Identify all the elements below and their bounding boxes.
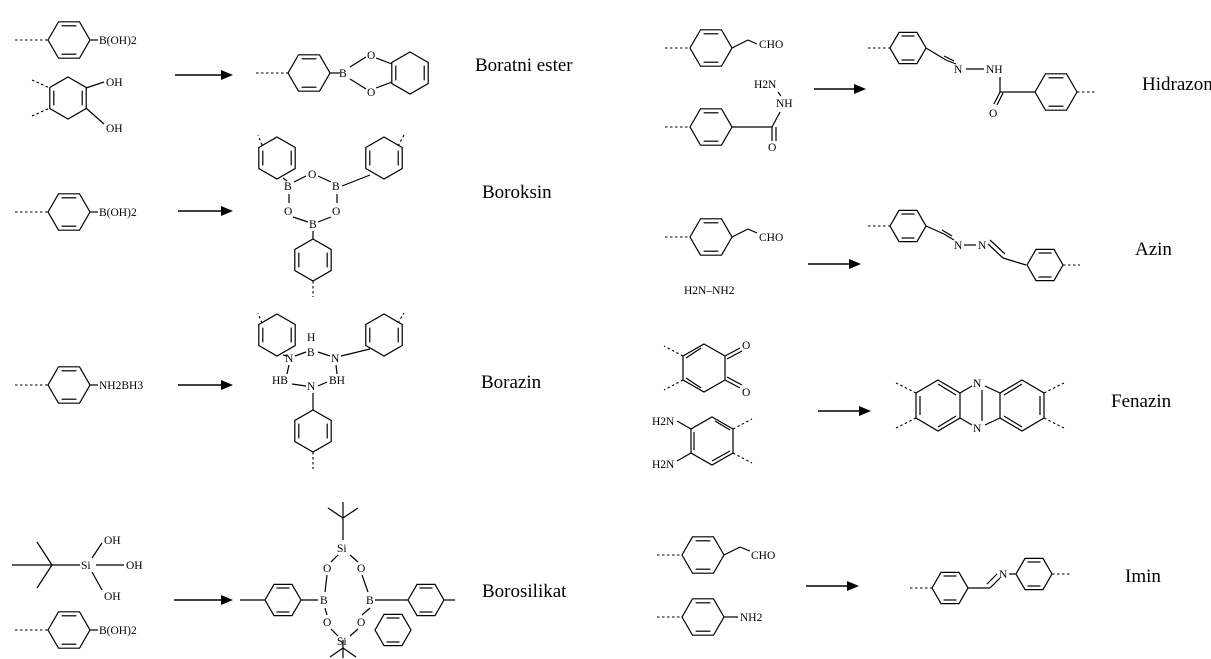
azine-n-label: N [978,240,987,252]
reaction-name: Azin [1135,239,1172,260]
borosilicate-b-label: B [320,595,328,607]
reaction-name: Fenazin [1111,391,1172,412]
aldehyde-cho-label: CHO [751,550,775,562]
imine-n-label: N [999,569,1008,581]
hydrazide-h2n-label: H2N [754,79,777,91]
reaction-name: Borosilikat [482,581,567,602]
borosilicate-si-label: Si [337,636,347,648]
borazine-bh-label: BH [329,375,345,387]
amine-nh2-label: NH2 [740,612,763,624]
arrow-head [221,380,233,390]
boronic-acid-label: B(OH)2 [99,207,137,219]
aldehyde-cho-label: CHO [759,39,783,51]
arrow-head [847,581,859,591]
reaction-boratni-ester: B(OH)2 OH OH B O O Boratni ester [15,21,573,135]
borazine-hb-label: HB [272,375,288,387]
borosilicate-o-label: O [357,617,365,629]
borosilicate-si-label: Si [337,543,347,555]
hydrazide-nh-label: NH [776,98,793,110]
silanol-si-label: Si [81,560,91,572]
borazine-n-label: N [307,381,316,393]
borazine-h-label: H [307,332,315,344]
arrow-head [221,206,233,216]
reaction-hidrazon: CHO O NH H2N N NH O Hidrazon [665,29,1211,154]
amine-borane-label: NH2BH3 [99,380,143,392]
boronic-acid-label: B(OH)2 [99,35,137,47]
ester-b-label: B [339,68,347,80]
borazine-b-label: B [307,347,315,359]
borosilicate-o-label: O [323,563,331,575]
hydrazine-label: H2N–NH2 [684,285,735,297]
borazine-n-label: N [285,353,294,365]
hydrazone-o-label: O [989,108,997,120]
ester-o-label: O [367,50,375,62]
azine-n-label: N [954,240,963,252]
boroxine-b-label: B [332,181,340,193]
hydrazone-n-label: N [954,64,963,76]
arrow-head [854,84,866,94]
arrow-head [859,406,871,416]
reaction-imin: CHO NH2 N Imin [657,536,1161,636]
borosilicate-b-label: B [366,595,374,607]
silanol-oh-label: OH [126,560,143,572]
catechol-oh-label: OH [106,77,123,89]
arrow-head [221,595,233,605]
reaction-name: Boroksin [482,182,552,203]
reaction-name: Borazin [481,372,542,393]
borosilicate-o-label: O [323,617,331,629]
boronic-acid-label: B(OH)2 [99,625,137,637]
reaction-name: Hidrazon [1142,74,1211,95]
borazine-n-label: N [331,353,340,365]
boroxine-o-label: O [308,169,316,181]
boroxine-b-label: B [309,219,317,231]
arrow-head [221,70,233,80]
diamine-h2n-label: H2N [652,416,675,428]
diamine-h2n-label: H2N [652,459,675,471]
ester-o-label: O [367,87,375,99]
hydrazone-nh-label: NH [986,64,1003,76]
boroxine-b-label: B [284,181,292,193]
borosilicate-o-label: O [357,563,365,575]
aldehyde-cho-label: CHO [759,232,783,244]
silanol-oh-label: OH [104,535,121,547]
boroxine-o-label: O [332,206,340,218]
reaction-borazin: NH2BH3 H N B N HB BH N Borazin [15,312,542,469]
silanol-oh-label: OH [104,591,121,603]
reaction-name: Boratni ester [475,55,573,76]
reaction-borosilikat: Si OH OH OH B(OH)2 Si O O B B O O Si [12,502,567,658]
phenazine-n-label: N [973,378,982,390]
arrow-head [849,259,861,269]
quinone-o-label: O [742,340,750,352]
reaction-fenazin: O O H2N H2N N N Fenazin [652,340,1172,471]
phenazine-n-label: N [973,423,982,435]
reaction-name: Imin [1125,566,1161,587]
reaction-azin: CHO H2N–NH2 N N Azin [665,209,1172,297]
reaction-boroksin: B(OH)2 B O B O O B Boroksin [15,134,552,297]
catechol-oh-label: OH [106,123,123,135]
boroxine-o-label: O [284,206,292,218]
hydrazide-o-label: O [768,142,776,154]
quinone-o-label: O [742,387,750,399]
